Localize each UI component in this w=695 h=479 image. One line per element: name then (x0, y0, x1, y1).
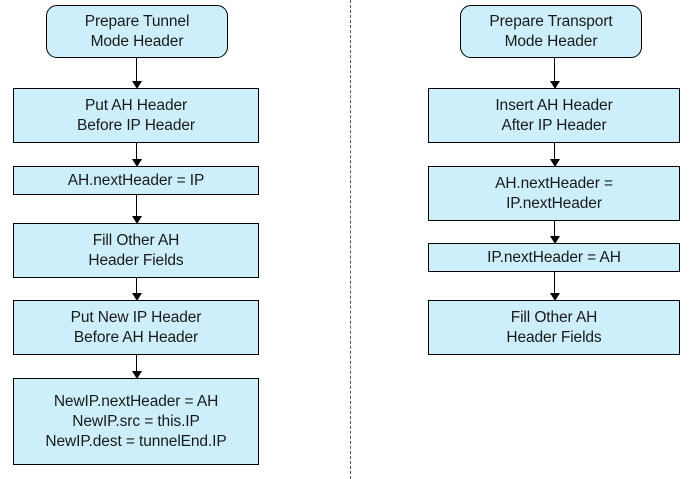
node-label-line: NewIP.dest = tunnelEnd.IP (45, 432, 227, 450)
flowchart-connector-tunnel-arrow-3 (136, 195, 137, 216)
node-label-line: AH.nextHeader = IP (67, 171, 205, 189)
flowchart-arrowhead-tunnel-arrow-4 (131, 293, 142, 301)
flowchart-arrowhead-transport-arrow-3 (549, 236, 560, 244)
node-label-line: Header Fields (88, 251, 184, 269)
flowchart-connector-tunnel-arrow-4 (136, 278, 137, 293)
node-label-line: AH.nextHeader = (495, 174, 613, 192)
node-label-line: IP.nextHeader (506, 194, 602, 212)
flowchart-connector-tunnel-arrow-2 (136, 143, 137, 159)
node-label-line: Put New IP Header (70, 308, 202, 326)
node-label-line: NewIP.nextHeader = AH (53, 392, 219, 410)
node-label-line: After IP Header (501, 116, 607, 134)
vertical-dashed-divider (350, 0, 351, 479)
node-label-line: Insert AH Header (495, 96, 613, 114)
flowchart-connector-transport-arrow-2 (554, 143, 555, 159)
node-label-line: Prepare Transport (489, 12, 613, 30)
node-label-line: Before IP Header (77, 116, 195, 134)
node-label-line: Prepare Tunnel (84, 12, 190, 30)
node-label-line: Mode Header (504, 32, 598, 50)
flowchart-arrowhead-tunnel-arrow-1 (131, 81, 142, 89)
node-label-line: Header Fields (506, 328, 602, 346)
flowchart-arrowhead-transport-arrow-1 (549, 81, 560, 89)
flowchart-arrowhead-transport-arrow-4 (549, 293, 560, 301)
flowchart-connector-transport-arrow-4 (554, 272, 555, 293)
node-label-line: NewIP.src = this.IP (72, 412, 200, 430)
flowchart-arrowhead-tunnel-arrow-5 (131, 371, 142, 379)
flowchart-node-transport-step-4: Fill Other AH Header Fields (428, 300, 680, 355)
flowchart-connector-tunnel-arrow-5 (136, 355, 137, 371)
flowchart-arrowhead-tunnel-arrow-2 (131, 159, 142, 167)
flowchart-connector-transport-arrow-3 (554, 221, 555, 236)
flowchart-node-transport-step-2: AH.nextHeader = IP.nextHeader (428, 166, 680, 221)
flowchart-arrowhead-transport-arrow-2 (549, 159, 560, 167)
node-label-line: Fill Other AH (510, 308, 598, 326)
flowchart-node-tunnel-step-2: AH.nextHeader = IP (13, 166, 259, 195)
flowchart-arrowhead-tunnel-arrow-3 (131, 216, 142, 224)
flowchart-node-transport-step-3: IP.nextHeader = AH (428, 243, 680, 272)
flowchart-connector-transport-arrow-1 (554, 58, 555, 81)
flowchart-node-tunnel-step-3: Fill Other AH Header Fields (13, 223, 259, 278)
node-label-line: IP.nextHeader = AH (487, 248, 621, 266)
node-label-line: Mode Header (90, 32, 184, 50)
node-label-line: Before AH Header (73, 328, 199, 346)
node-label-line: Fill Other AH (92, 231, 180, 249)
flowchart-connector-tunnel-arrow-1 (136, 58, 137, 81)
node-label-line: Put AH Header (84, 96, 188, 114)
flowchart-node-tunnel-step-5: NewIP.nextHeader = AH NewIP.src = this.IP… (13, 378, 259, 465)
